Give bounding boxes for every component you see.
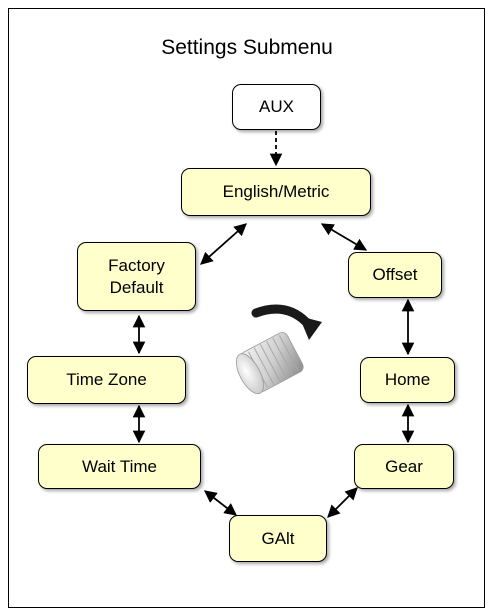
node-time-zone[interactable]: Time Zone bbox=[27, 356, 186, 404]
node-galt-label: GAlt bbox=[261, 528, 295, 548]
node-aux[interactable]: AUX bbox=[232, 84, 321, 130]
curved-arrow-icon bbox=[251, 304, 322, 340]
node-offset[interactable]: Offset bbox=[348, 252, 442, 298]
diagram-title: Settings Submenu bbox=[161, 36, 333, 59]
node-offset-label: Offset bbox=[372, 265, 418, 284]
node-gear[interactable]: Gear bbox=[354, 444, 454, 489]
connector-waittime-galt bbox=[204, 490, 237, 516]
connector-english-factory bbox=[200, 223, 247, 265]
node-gear-label: Gear bbox=[385, 456, 423, 476]
node-wait-time[interactable]: Wait Time bbox=[38, 444, 201, 489]
node-english-metric[interactable]: English/Metric bbox=[181, 168, 371, 216]
node-home[interactable]: Home bbox=[360, 357, 455, 403]
node-home-label: Home bbox=[384, 370, 431, 389]
node-factory-default[interactable]: Factory Default bbox=[77, 242, 196, 311]
node-english-metric-label: English/Metric bbox=[222, 182, 330, 201]
connector-gear-galt bbox=[327, 487, 358, 518]
node-time-zone-label: Time Zone bbox=[66, 370, 147, 389]
node-aux-label: AUX bbox=[259, 97, 294, 116]
connector-english-offset bbox=[320, 223, 368, 251]
node-wait-time-label: Wait Time bbox=[82, 456, 157, 476]
rotary-knob-icon bbox=[235, 332, 304, 395]
node-galt[interactable]: GAlt bbox=[229, 515, 327, 562]
node-factory-default-label: Factory Default bbox=[108, 255, 165, 297]
